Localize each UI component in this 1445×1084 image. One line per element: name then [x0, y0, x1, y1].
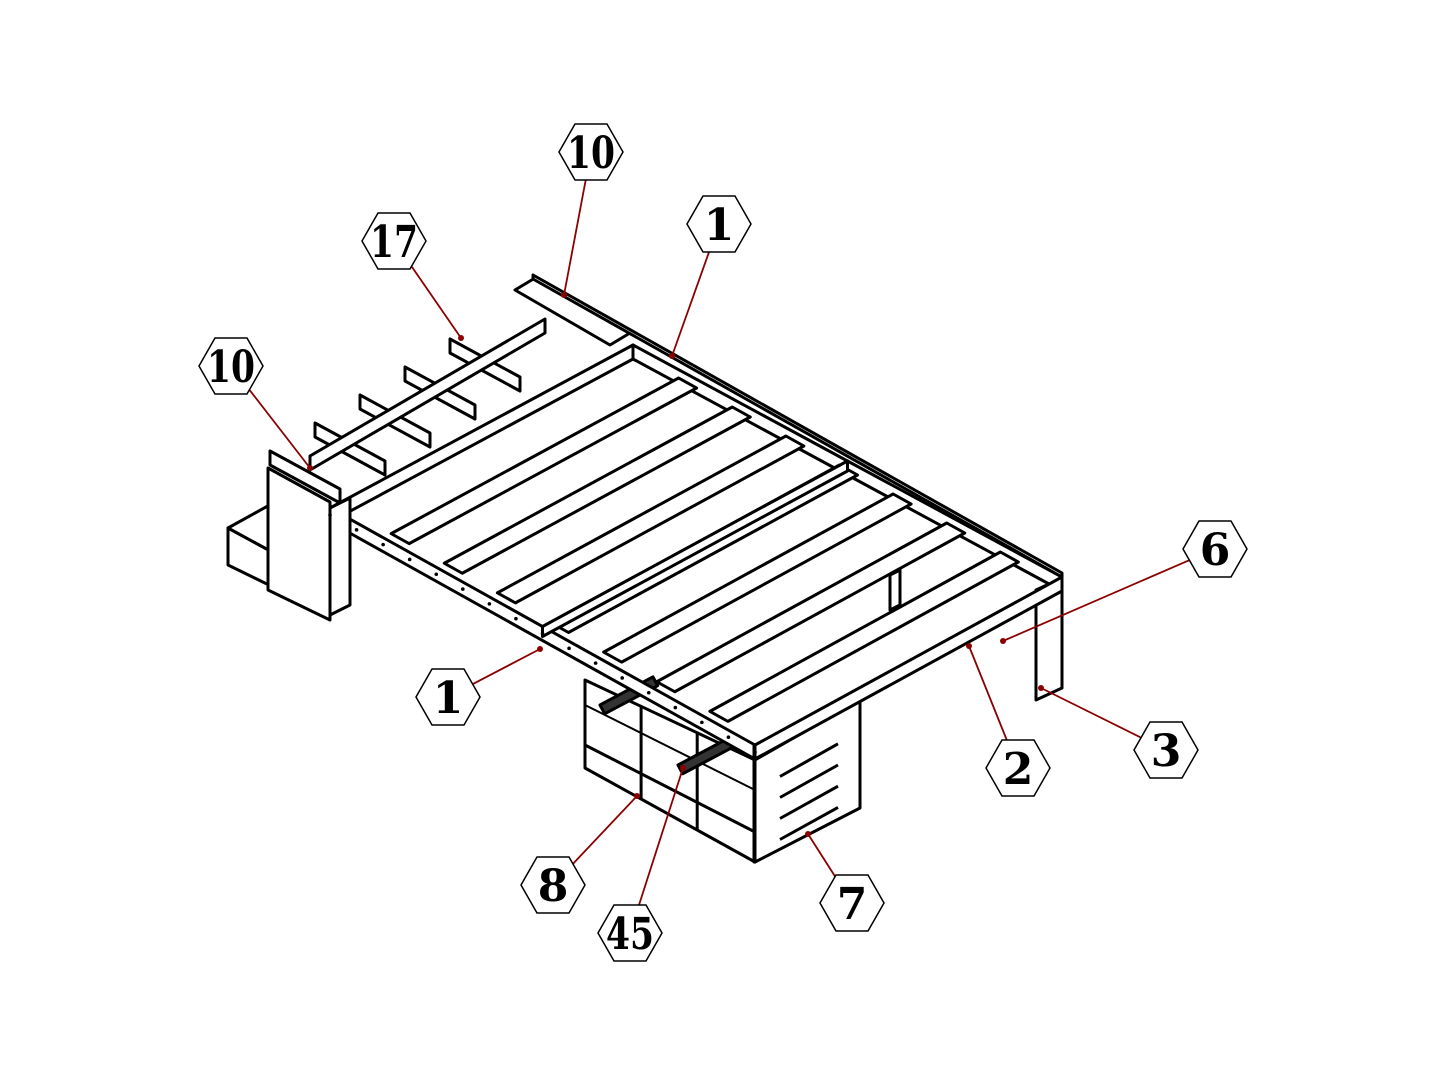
callout-10: 10: [558, 123, 624, 298]
step-tread: [313, 421, 387, 477]
bolt-hole: [461, 587, 465, 591]
leader-line: [409, 263, 462, 339]
leader-line: [1040, 687, 1142, 739]
slat: [389, 376, 699, 546]
bolt-hole: [593, 661, 598, 665]
bolt-hole: [646, 690, 651, 695]
leader-line: [472, 648, 541, 685]
side-ladder-rung: [779, 763, 839, 799]
side-ladder-rung: [779, 806, 839, 841]
hexagon-label-shape: [520, 856, 586, 914]
leader-dot: [669, 353, 675, 359]
storage-box-rail: [584, 743, 756, 834]
hexagon-label-shape: [361, 212, 427, 270]
callout-6: 6: [1000, 520, 1248, 644]
bolt-hole: [487, 602, 492, 606]
leader-dot: [634, 793, 640, 799]
hexagon-label-shape: [597, 904, 663, 962]
callout-1: 1: [669, 195, 752, 359]
leader-line: [807, 833, 838, 880]
callout-8: 8: [520, 793, 640, 914]
hexagon-label-shape: [198, 337, 264, 395]
rear-leg: [888, 568, 902, 612]
callout-number: 2: [1003, 744, 1034, 795]
hexagon-label-shape: [686, 195, 752, 253]
callout-2: 2: [966, 643, 1051, 797]
leader-line: [247, 387, 311, 469]
leader-line: [637, 767, 684, 907]
side-ladder-rung: [779, 742, 839, 778]
bolt-hole: [407, 557, 412, 562]
leader-line: [968, 645, 1009, 743]
top-rail: [531, 273, 1064, 579]
callout-10: 10: [198, 337, 313, 471]
callout-number: 1: [433, 673, 464, 724]
callout-45: 45: [597, 765, 686, 962]
leader-dot: [537, 646, 543, 652]
step-tread: [268, 449, 342, 505]
bolt-hole: [354, 528, 359, 532]
callout-1: 1: [415, 646, 543, 726]
callout-number: 7: [837, 879, 868, 930]
callout-number: 45: [606, 909, 654, 960]
callout-7: 7: [805, 831, 885, 932]
leader-dot: [966, 643, 972, 649]
bed-frame-drawing: [226, 273, 1064, 864]
bolt-hole: [381, 542, 385, 547]
slat: [602, 492, 913, 664]
bolt-hole: [673, 705, 678, 710]
leader-line: [563, 179, 587, 296]
leader-dot: [561, 292, 567, 298]
callout-17: 17: [361, 212, 464, 341]
bolt-hole: [726, 735, 731, 739]
hexagon-label-shape: [1182, 520, 1248, 578]
hexagon-label-shape: [819, 874, 885, 932]
slat: [655, 521, 967, 694]
storage-box-rail: [584, 704, 756, 791]
callout-number: 10: [567, 128, 615, 179]
callout-number: 8: [538, 861, 569, 912]
hexagon-label-shape: [985, 739, 1051, 797]
leader-dot: [680, 765, 686, 771]
leader-line: [1002, 559, 1190, 642]
callout-number: 10: [207, 342, 255, 393]
leader-dot: [1038, 685, 1044, 691]
bolt-hole: [567, 646, 571, 651]
leader-dot: [458, 335, 464, 341]
hexagon-label-shape: [1133, 721, 1199, 779]
front-right-post: [752, 743, 757, 864]
bolt-hole: [328, 513, 332, 517]
leader-line: [671, 250, 711, 357]
callout-number: 17: [370, 217, 418, 268]
part-callouts: 10 1 17 10 6 1 3 2 8 45 7: [198, 123, 1248, 962]
callout-number: 6: [1200, 525, 1231, 576]
hexagon-label-shape: [558, 123, 624, 181]
callout-number: 3: [1151, 726, 1182, 777]
bolt-hole: [540, 631, 545, 636]
bolt-hole: [753, 750, 757, 754]
front-left-leg: [328, 496, 352, 617]
slat: [495, 434, 806, 605]
side-ladder-rung: [779, 784, 839, 820]
slat: [442, 405, 752, 575]
bolt-hole: [620, 676, 624, 680]
bolt-hole: [514, 616, 518, 621]
step-stringer: [308, 317, 547, 472]
slat: [708, 550, 1020, 723]
leader-dot: [805, 831, 811, 837]
leader-dot: [1000, 638, 1006, 644]
leader-line: [571, 795, 638, 866]
bolt-hole: [700, 720, 704, 725]
hexagon-label-shape: [415, 668, 481, 726]
callout-3: 3: [1038, 685, 1199, 779]
step-tower: [266, 466, 332, 622]
bolt-hole: [434, 572, 439, 577]
callout-number: 1: [704, 200, 735, 251]
leader-dot: [307, 465, 313, 471]
